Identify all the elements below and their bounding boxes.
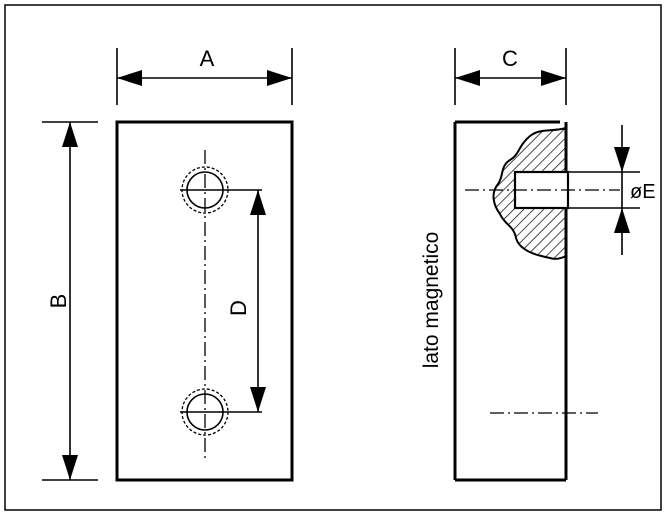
top-hole xyxy=(180,166,262,214)
front-body xyxy=(115,120,294,482)
dimension-b-label: B xyxy=(46,294,71,309)
drawing-frame xyxy=(4,4,662,511)
dimension-e: øE xyxy=(568,125,656,255)
dimension-c-label: C xyxy=(502,46,518,71)
side-view: C øE lato magnetico xyxy=(420,46,656,482)
dimension-b: B xyxy=(42,121,98,481)
dimension-a: A xyxy=(116,46,293,105)
dimension-d: D xyxy=(226,190,266,412)
dimension-a-label: A xyxy=(200,46,215,71)
dimension-e-label: øE xyxy=(630,181,656,203)
dimension-c: C xyxy=(454,46,567,105)
dimension-d-label: D xyxy=(226,300,251,316)
magnetic-side-label: lato magnetico xyxy=(420,232,443,369)
front-view: A B D xyxy=(42,46,294,482)
bottom-hole xyxy=(180,388,262,436)
